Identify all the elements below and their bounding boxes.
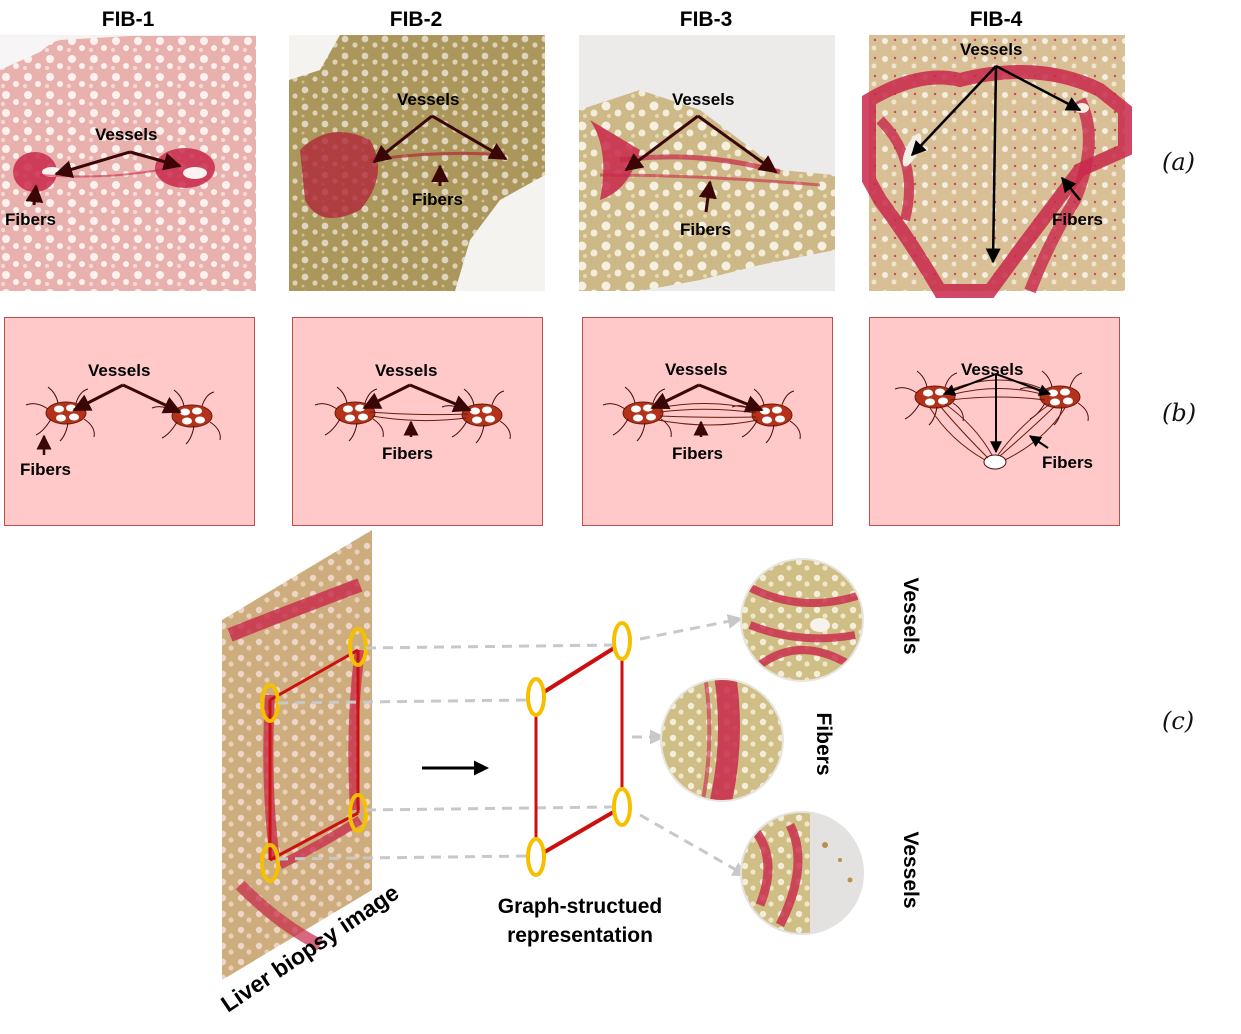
graph-node [526, 837, 546, 877]
graph-label-line-2: representation [507, 924, 653, 947]
fibers-label-schematic-1: Fibers [20, 460, 72, 479]
graph-label-line-1: Graph-structued [497, 895, 663, 918]
fibers-label-schematic-4: Fibers [1042, 453, 1094, 472]
vessels-label-fib-1: Vessels [95, 125, 158, 144]
schematic-graph-fib-1 [25, 383, 221, 455]
crop-arrows [632, 613, 748, 877]
crop-label-fibers: Fibers [812, 712, 835, 776]
vessels-label-schematic-3: Vessels [665, 360, 728, 379]
liver-biopsy-image [222, 530, 372, 980]
fibers-label-fib-1: Fibers [5, 210, 57, 229]
graph-node [612, 621, 632, 661]
fibers-label-fib-3: Fibers [680, 220, 732, 239]
fibers-label-schematic-3: Fibers [672, 444, 724, 463]
row-label-a: (a) [1162, 148, 1196, 176]
schematic-fib-4 [869, 317, 1120, 526]
schematic-graph-fib-2 [314, 383, 511, 444]
column-title-fib-1: FIB-1 [101, 8, 155, 31]
crop-label-vessels-bottom: Vessels [899, 831, 922, 909]
column-title-fib-2: FIB-2 [389, 8, 443, 31]
vessels-label-schematic-2: Vessels [375, 361, 438, 380]
row-b-schematic-drawings [25, 370, 1089, 470]
schematic-fib-1 [4, 317, 255, 526]
fibers-label-schematic-2: Fibers [382, 444, 434, 463]
row-label-c: (c) [1162, 707, 1195, 735]
crop-label-vessels-top: Vessels [899, 577, 922, 655]
histology-fib-2 [289, 35, 545, 291]
graph-node [526, 677, 546, 717]
graph-node [612, 787, 632, 827]
crop-fibers-middle [660, 678, 784, 802]
graph-structure [526, 621, 632, 877]
vessels-label-schematic-4: Vessels [961, 360, 1024, 379]
vessels-label-fib-3: Vessels [672, 90, 735, 109]
histology-fib-1 [0, 35, 256, 291]
crop-vessels-bottom [740, 811, 864, 935]
row-c-pipeline [222, 530, 864, 980]
histology-fib-3 [579, 35, 835, 291]
vessels-label-schematic-1: Vessels [88, 361, 151, 380]
schematic-graph-fib-3 [602, 383, 801, 444]
column-title-fib-3: FIB-3 [679, 8, 733, 31]
fibers-label-fib-2: Fibers [412, 190, 464, 209]
schematic-graph-fib-4 [894, 370, 1089, 470]
histology-fib-4 [862, 35, 1132, 298]
column-title-fib-4: FIB-4 [969, 8, 1023, 31]
row-a-photos [0, 35, 1132, 298]
row-label-b: (b) [1162, 399, 1197, 427]
dashed-correspondence-lines [277, 643, 615, 861]
fibers-label-fib-4: Fibers [1052, 210, 1104, 229]
vessels-label-fib-4: Vessels [960, 40, 1023, 59]
crop-vessels-top [740, 558, 864, 682]
vessels-label-fib-2: Vessels [397, 90, 460, 109]
